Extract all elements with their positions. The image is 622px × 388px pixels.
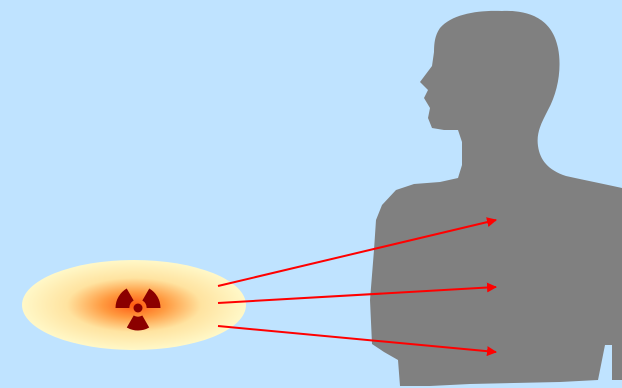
radiation-source-glow: [22, 260, 246, 350]
